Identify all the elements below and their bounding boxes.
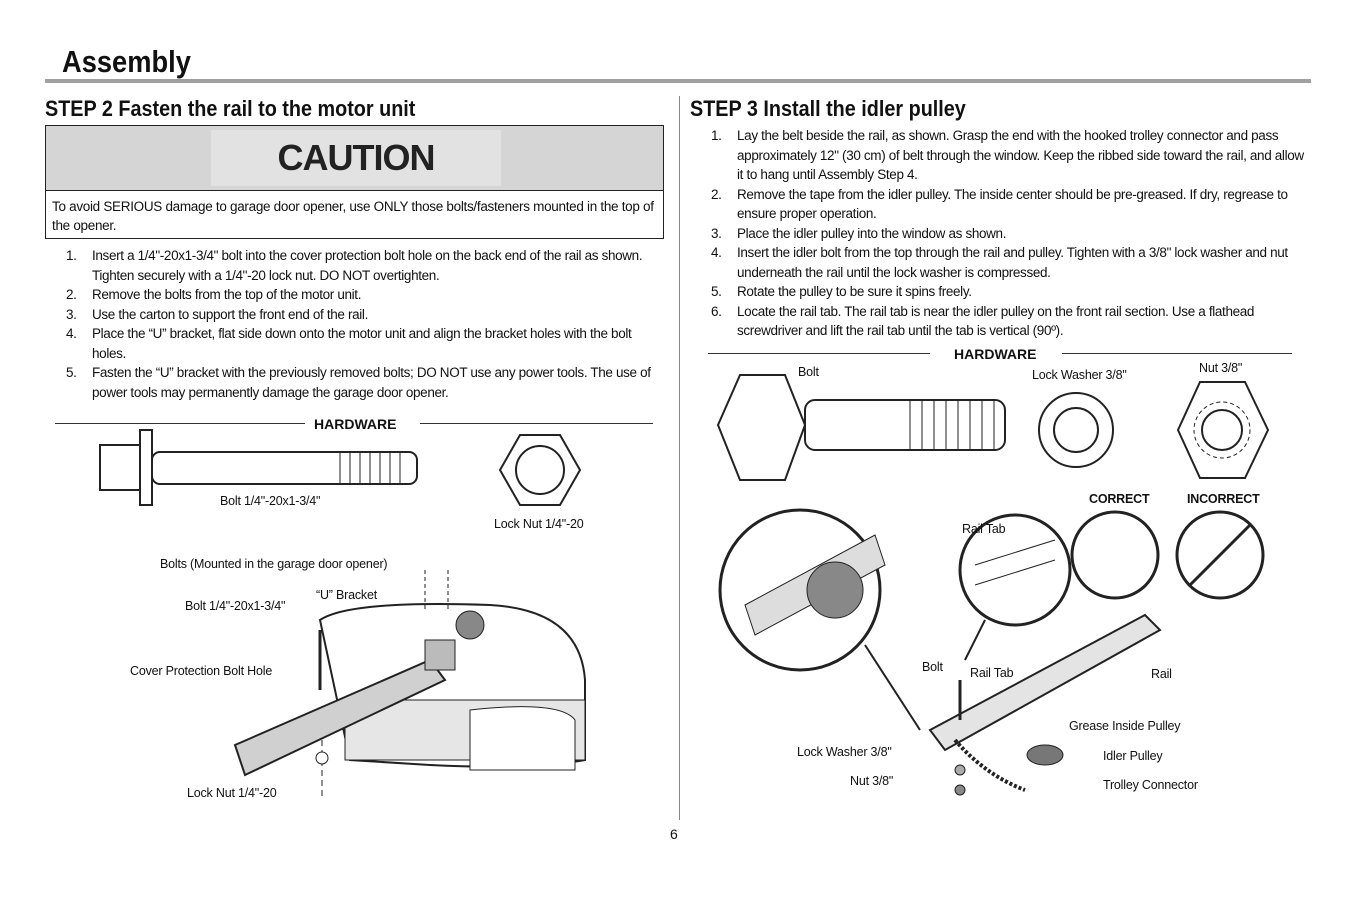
title-rule xyxy=(45,79,1311,83)
caution-box: CAUTION To avoid SERIOUS damage to garag… xyxy=(45,125,664,239)
correct-label: CORRECT xyxy=(1089,492,1150,506)
list-item: 1.Insert a 1/4"-20x1-3/4" bolt into the … xyxy=(66,248,643,283)
lock-nut-label-2: Lock Nut 1/4"-20 xyxy=(187,786,277,800)
motor-unit-illustration xyxy=(233,570,586,800)
list-item: 1.Lay the belt beside the rail, as shown… xyxy=(711,128,1304,182)
lock-washer-label-2: Lock Washer 3/8" xyxy=(797,745,892,759)
page-number: 6 xyxy=(670,826,678,842)
grease-label: Grease Inside Pulley xyxy=(1069,719,1181,733)
bolt-label-3: Bolt xyxy=(798,365,819,379)
lock-washer-label: Lock Washer 3/8" xyxy=(1032,368,1127,382)
list-item: 4.Insert the idler bolt from the top thr… xyxy=(711,245,1288,280)
lock-nut-label: Lock Nut 1/4"-20 xyxy=(494,517,584,531)
column-divider xyxy=(679,96,680,820)
step3-hardware-illustration xyxy=(716,374,1270,481)
hardware-label: HARDWARE xyxy=(314,416,397,432)
trolley-connector-label: Trolley Connector xyxy=(1103,778,1198,792)
list-item: 2.Remove the bolts from the top of the m… xyxy=(66,287,362,302)
bolt-and-locknut-illustration xyxy=(99,429,582,506)
nut-label-2: Nut 3/8" xyxy=(850,774,894,788)
u-bracket-label: “U” Bracket xyxy=(316,588,378,602)
caution-title: CAUTION xyxy=(211,130,501,186)
step2-heading: STEP 2 Fasten the rail to the motor unit xyxy=(45,96,416,121)
list-item: 5.Rotate the pulley to be sure it spins … xyxy=(711,284,972,299)
rail-label: Rail xyxy=(1151,667,1172,681)
list-item: 6.Locate the rail tab. The rail tab is n… xyxy=(711,303,1255,339)
step2-instructions: 1.Insert a 1/4"-20x1-3/4" bolt into the … xyxy=(66,246,662,402)
caution-text: To avoid SERIOUS damage to garage door o… xyxy=(52,199,654,233)
idler-pulley-illustration xyxy=(718,508,1265,796)
list-item: 3.Place the idler pulley into the window… xyxy=(711,225,1007,241)
cover-hole-label: Cover Protection Bolt Hole xyxy=(130,664,273,678)
rail-tab-label-2: Rail Tab xyxy=(970,666,1014,680)
nut-label: Nut 3/8" xyxy=(1199,361,1243,375)
bolts-mounted-label: Bolts (Mounted in the garage door opener… xyxy=(160,557,388,571)
page-title: Assembly xyxy=(62,44,191,79)
list-item: 4.Place the “U” bracket, flat side down … xyxy=(66,326,632,361)
bolt-label: Bolt 1/4"-20x1-3/4" xyxy=(220,494,321,508)
idler-pulley-label: Idler Pulley xyxy=(1103,749,1163,763)
list-item: 5.Fasten the “U” bracket with the previo… xyxy=(66,365,651,400)
hardware-label-2: HARDWARE xyxy=(954,346,1037,362)
step3-heading: STEP 3 Install the idler pulley xyxy=(690,96,966,121)
bolt-label-4: Bolt xyxy=(922,660,943,674)
bolt-label-2: Bolt 1/4"-20x1-3/4" xyxy=(185,599,286,613)
step3-instructions: 1.Lay the belt beside the rail, as shown… xyxy=(711,126,1311,341)
rail-tab-label: Rail Tab xyxy=(962,522,1006,536)
incorrect-label: INCORRECT xyxy=(1187,492,1260,506)
list-item: 3.Use the carton to support the front en… xyxy=(66,306,368,322)
list-item: 2.Remove the tape from the idler pulley.… xyxy=(711,186,1288,222)
